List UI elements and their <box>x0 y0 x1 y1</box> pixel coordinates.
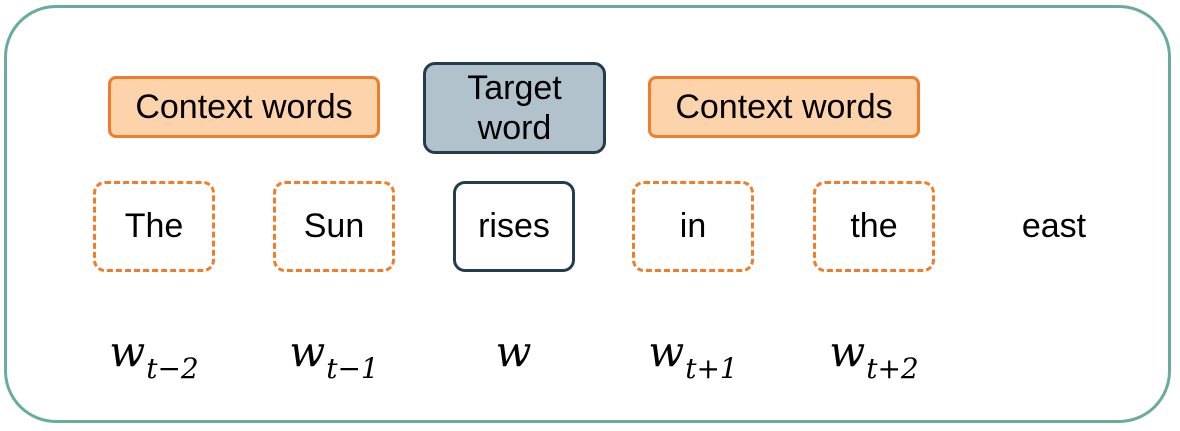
symbol-w-t-plus-1: wt+1 <box>648 327 738 385</box>
word-box-2: Sun <box>273 181 395 272</box>
symbol-w-t-minus-1: wt−1 <box>289 327 379 385</box>
target-word-label: Target word <box>423 62 606 154</box>
word-box-5: the <box>813 181 935 272</box>
word-box-target: rises <box>453 181 575 272</box>
symbol-w: w <box>495 327 532 376</box>
diagram-frame <box>4 5 1171 423</box>
context-words-label-right: Context words <box>648 76 920 138</box>
context-words-label-left: Context words <box>108 76 380 138</box>
word-box-4: in <box>632 181 754 272</box>
word-box-1: The <box>93 181 215 272</box>
word-plain-6: east <box>1021 207 1087 245</box>
symbol-w-t-plus-2: wt+2 <box>829 327 919 385</box>
symbol-w-t-minus-2: wt−2 <box>109 327 199 385</box>
